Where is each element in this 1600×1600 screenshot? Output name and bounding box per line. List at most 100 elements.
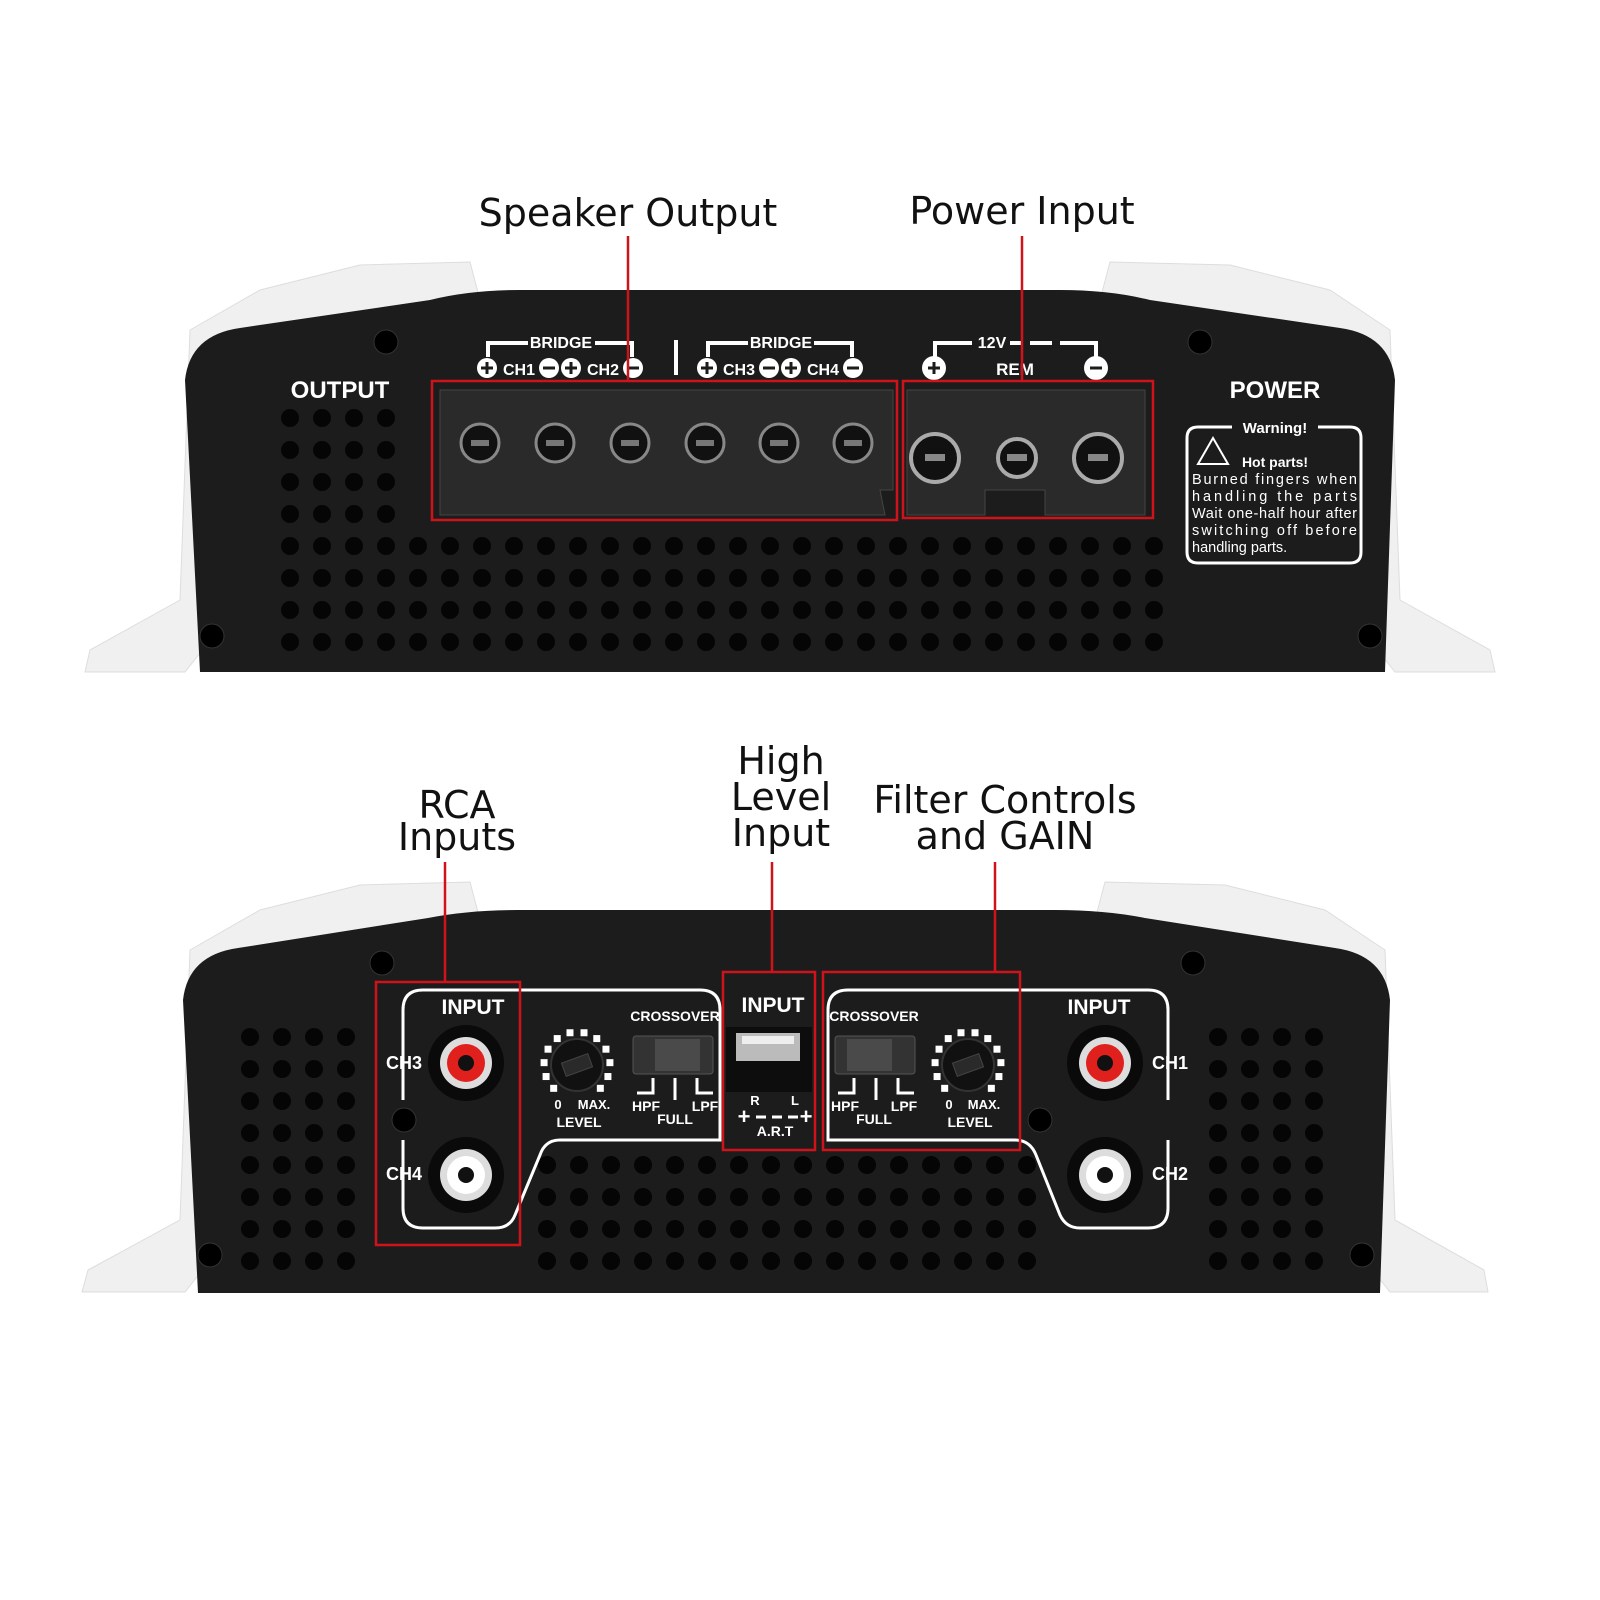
- level-tick: [553, 1035, 561, 1043]
- vent-hole: [441, 537, 459, 555]
- bolt-icon: [391, 1107, 417, 1133]
- bolt-icon: [197, 1242, 223, 1268]
- vent-hole: [1305, 1028, 1323, 1046]
- vent-hole: [985, 633, 1003, 651]
- vent-hole: [1209, 1124, 1227, 1142]
- vent-hole: [313, 537, 331, 555]
- vent-hole: [538, 1252, 556, 1270]
- vent-hole: [601, 601, 619, 619]
- speaker-output-callout: Speaker Output: [479, 191, 778, 235]
- vent-hole: [569, 633, 587, 651]
- vent-hole: [633, 601, 651, 619]
- vent-hole: [857, 601, 875, 619]
- hpf-label: HPF: [831, 1098, 859, 1114]
- vent-hole: [569, 537, 587, 555]
- vent-hole: [889, 633, 907, 651]
- vent-hole: [1049, 537, 1067, 555]
- vent-hole: [313, 505, 331, 523]
- vent-hole: [377, 505, 395, 523]
- screw-slot: [621, 440, 639, 446]
- vent-hole: [505, 601, 523, 619]
- plus-icon: [928, 362, 940, 374]
- knob-slot: [951, 1052, 985, 1078]
- vent-hole: [1017, 601, 1035, 619]
- vent-hole: [1209, 1092, 1227, 1110]
- vent-hole: [1145, 537, 1163, 555]
- power-input-highlight: [901, 379, 1155, 520]
- screw-slot: [770, 440, 788, 446]
- filter-controls-callout-line2: and GAIN: [916, 814, 1095, 858]
- crossover-switch-right[interactable]: [834, 1035, 916, 1075]
- vent-hole: [954, 1156, 972, 1174]
- level-tick: [995, 1073, 1003, 1081]
- vent-hole: [305, 1060, 323, 1078]
- vent-hole: [1018, 1156, 1036, 1174]
- vent-hole: [825, 569, 843, 587]
- high-level-callout-line3: Input: [732, 811, 830, 855]
- level-min-label: 0: [945, 1097, 952, 1112]
- bridge-bracket-right: [706, 341, 854, 357]
- level-tick: [984, 1035, 992, 1043]
- vent-hole: [1305, 1188, 1323, 1206]
- vent-hole: [762, 1156, 780, 1174]
- vent-hole: [890, 1188, 908, 1206]
- warning-line: switching off before: [1192, 523, 1357, 539]
- vent-hole: [505, 537, 523, 555]
- vent-hole: [345, 505, 363, 523]
- vent-hole: [601, 537, 619, 555]
- plus-label: +: [738, 1104, 751, 1129]
- vent-hole: [633, 633, 651, 651]
- vent-hole: [826, 1188, 844, 1206]
- vent-hole: [273, 1156, 291, 1174]
- art-label: A.R.T: [757, 1123, 794, 1139]
- ch4-label: CH4: [386, 1164, 422, 1184]
- input-label-center: INPUT: [742, 994, 805, 1017]
- vent-hole: [1305, 1156, 1323, 1174]
- vent-hole: [241, 1124, 259, 1142]
- plus-icon: [481, 362, 493, 374]
- vent-hole: [1241, 1156, 1259, 1174]
- vent-hole: [305, 1252, 323, 1270]
- vent-hole: [345, 633, 363, 651]
- vent-hole: [313, 441, 331, 459]
- crossover-switch-left[interactable]: [632, 1035, 714, 1075]
- level-min-label: 0: [554, 1097, 561, 1112]
- vent-hole: [826, 1220, 844, 1238]
- terminal-screws: [459, 422, 1124, 484]
- vent-hole: [1145, 601, 1163, 619]
- vent-hole: [986, 1252, 1004, 1270]
- high-level-input-highlight: [721, 970, 817, 1152]
- vent-hole: [281, 601, 299, 619]
- vent-hole: [313, 569, 331, 587]
- level-tick: [544, 1045, 552, 1053]
- high-level-input-connector[interactable]: [726, 1027, 812, 1092]
- vent-hole: [538, 1188, 556, 1206]
- vent-hole: [537, 601, 555, 619]
- vent-hole: [698, 1252, 716, 1270]
- filter-controls-callout-line1: Filter Controls: [873, 778, 1136, 822]
- vent-hole: [665, 569, 683, 587]
- vent-hole: [537, 633, 555, 651]
- level-label: LEVEL: [556, 1114, 602, 1130]
- vent-hole: [441, 569, 459, 587]
- vent-hole: [697, 537, 715, 555]
- vent-hole: [1209, 1028, 1227, 1046]
- input-label-left: INPUT: [442, 996, 505, 1019]
- vent-hole: [1273, 1188, 1291, 1206]
- vent-hole: [570, 1188, 588, 1206]
- vent-hole: [441, 633, 459, 651]
- screw-slot: [1088, 454, 1108, 461]
- screw-slot: [925, 454, 945, 461]
- vent-hole: [602, 1156, 620, 1174]
- vent-hole: [793, 537, 811, 555]
- vent-hole: [377, 537, 395, 555]
- bridge-label-right: BRIDGE: [750, 335, 813, 352]
- vent-hole: [505, 633, 523, 651]
- input-label-right: INPUT: [1068, 996, 1131, 1019]
- vent-hole: [241, 1252, 259, 1270]
- vent-hole: [857, 633, 875, 651]
- level-tick: [971, 1029, 979, 1037]
- vent-hole: [281, 537, 299, 555]
- vent-hole: [1018, 1220, 1036, 1238]
